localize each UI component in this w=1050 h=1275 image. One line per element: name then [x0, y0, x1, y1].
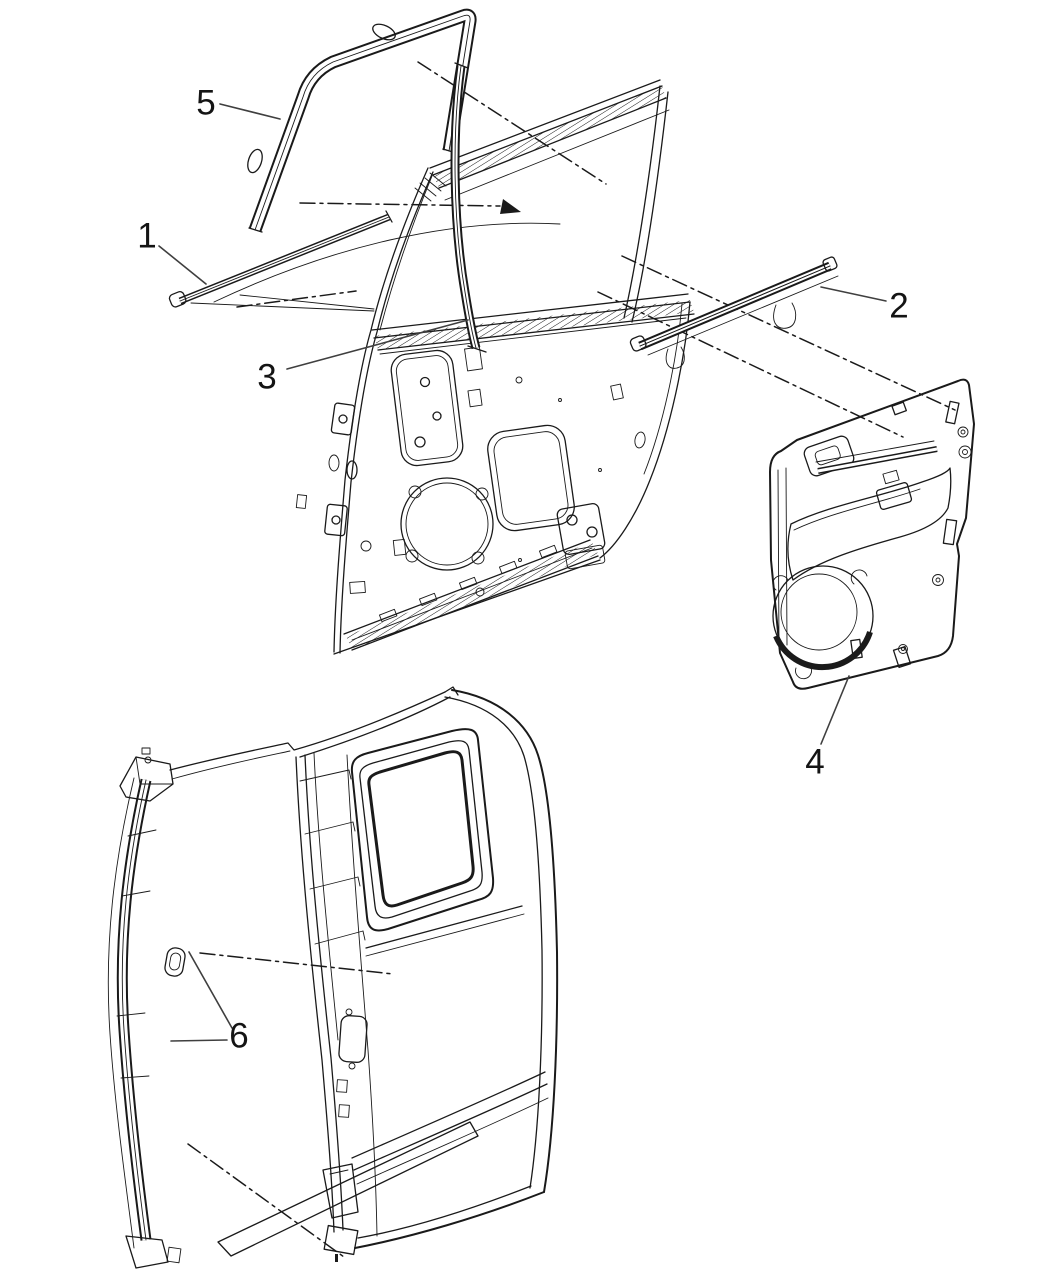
- cab-section: [169, 686, 559, 1262]
- part-2-belt-weatherstrip: [629, 256, 839, 369]
- mount-tab: [665, 346, 685, 369]
- callout-1[interactable]: 1: [137, 216, 157, 256]
- mount-tab: [773, 302, 797, 329]
- strip-end-cap: [168, 290, 187, 308]
- callout-2[interactable]: 2: [889, 286, 909, 326]
- leader-lines: [158, 103, 887, 1042]
- part-3-glass-run-channel: [450, 62, 487, 353]
- strip-end-cap: [822, 256, 838, 272]
- part-1-belt-weatherstrip: [168, 210, 393, 308]
- callout-4[interactable]: 4: [805, 742, 825, 782]
- seal-clip: [164, 947, 186, 977]
- part-6-pillar-seal: [107, 747, 186, 1269]
- part-5-glass-run-seal: [247, 8, 477, 233]
- insert-arrow: [500, 199, 521, 214]
- strip-end-cap: [629, 335, 647, 352]
- callout-5[interactable]: 5: [196, 83, 216, 123]
- seal-clip: [247, 148, 263, 174]
- rear-door-shell: [295, 79, 695, 655]
- callout-3[interactable]: 3: [257, 357, 277, 397]
- callout-6[interactable]: 6: [229, 1016, 249, 1056]
- projection-lines: [190, 61, 956, 438]
- part-4-water-shield: [769, 378, 975, 690]
- seal-clip: [372, 23, 396, 41]
- registration-tick: [335, 1254, 338, 1262]
